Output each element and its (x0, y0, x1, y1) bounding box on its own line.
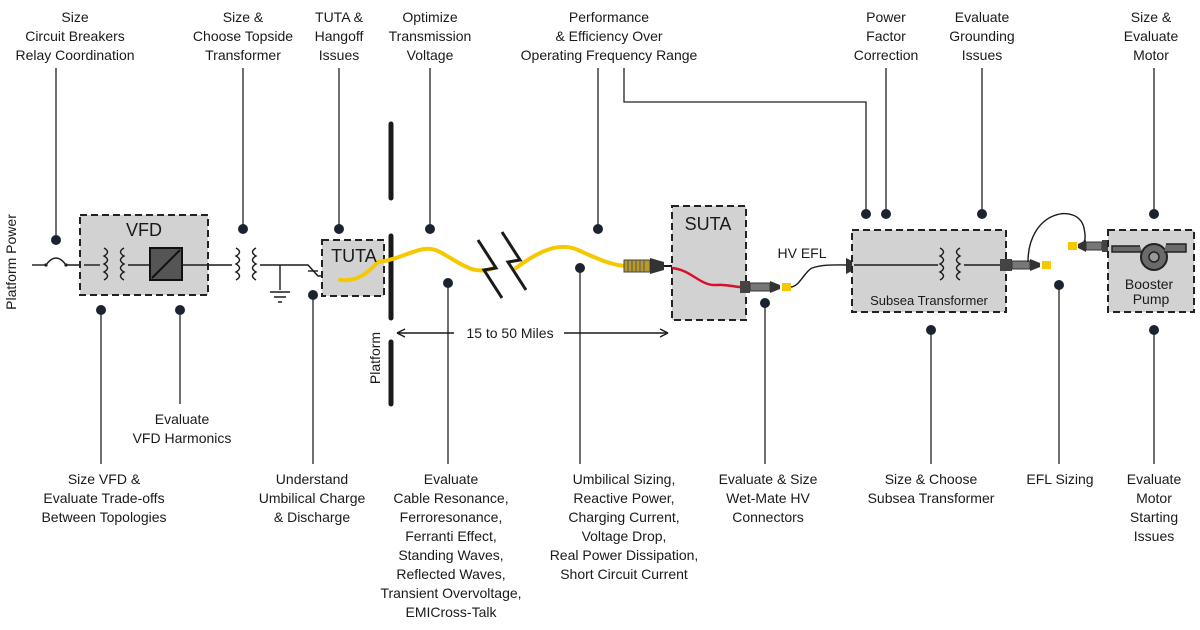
label-line: Evaluate Trade-offs (43, 490, 164, 506)
label-line: Grounding (949, 28, 1014, 44)
umbilical-cable (338, 231, 664, 299)
label-line: Performance (569, 9, 649, 25)
label-umbilical-sizing: Umbilical Sizing, Reactive Power, Charging… (550, 471, 699, 582)
leader-dots (51, 209, 1159, 335)
platform-label: Platform (367, 332, 383, 384)
label-line: TUTA & (315, 9, 364, 25)
label-line: Ferroresonance, (400, 509, 503, 525)
label-line: Evaluate (955, 9, 1010, 25)
subsea-transformer-block (851, 229, 1051, 313)
label-line: Standing Waves, (398, 547, 503, 563)
label-line: Umbilical Charge (259, 490, 366, 506)
label-line: Understand (276, 471, 348, 487)
label-line: Correction (854, 47, 919, 63)
label-line: Transient Overvoltage, (380, 585, 521, 601)
label-line: Subsea Transformer (868, 490, 995, 506)
label-line: Wet-Mate HV (726, 490, 810, 506)
subsea-transformer-label: Subsea Transformer (870, 293, 988, 308)
label-line: Hangoff (315, 28, 364, 44)
hv-efl-label: HV EFL (777, 245, 826, 261)
label-line: Choose Topside (193, 28, 293, 44)
vfd-label: VFD (126, 220, 162, 240)
label-line: Ferranti Effect, (405, 528, 497, 544)
label-line: Reflected Waves, (396, 566, 505, 582)
label-line: Between Topologies (41, 509, 166, 525)
breaker-symbol (32, 257, 84, 267)
label-line: EMICross-Talk (405, 604, 497, 620)
label-line: Evaluate (1127, 471, 1182, 487)
label-line: Circuit Breakers (25, 28, 125, 44)
label-line: Size VFD & (68, 471, 141, 487)
label-line: & Efficiency Over (555, 28, 662, 44)
annotations: Platform Power Platform 15 to 50 Miles H… (3, 214, 827, 384)
label-line: Power (866, 9, 906, 25)
label-line: EFL Sizing (1026, 471, 1093, 487)
booster-pump-label: Booster Pump (1125, 276, 1177, 307)
suta-block (664, 205, 791, 321)
suta-label: SUTA (685, 214, 732, 234)
label-efl-sizing: EFL Sizing (1026, 471, 1093, 487)
tuta-label: TUTA (331, 246, 377, 266)
label-line: Factor (866, 28, 906, 44)
booster-pump-block (1107, 229, 1195, 313)
label-line: Issues (962, 47, 1002, 63)
label-line: Motor (1136, 490, 1172, 506)
label-line: Umbilical Sizing, (573, 471, 676, 487)
distance-label: 15 to 50 Miles (466, 325, 553, 341)
label-line: Size & (1131, 9, 1172, 25)
label-line: Issues (1134, 528, 1174, 544)
label-line: & Discharge (274, 509, 350, 525)
label-line: Transformer (205, 47, 281, 63)
label-line: Connectors (732, 509, 804, 525)
label-line: Evaluate (155, 411, 210, 427)
label-line: Charging Current, (568, 509, 679, 525)
label-line: Size & (223, 9, 264, 25)
label-line: Cable Resonance, (393, 490, 508, 506)
label-line: Optimize (402, 9, 457, 25)
label-line: Size (61, 9, 88, 25)
label-line: Voltage (407, 47, 454, 63)
efl-cable (1027, 213, 1110, 263)
label-line: Voltage Drop, (582, 528, 667, 544)
label-line: Operating Frequency Range (521, 47, 698, 63)
label-line: Size & Choose (885, 471, 978, 487)
distance-arrow (396, 328, 669, 338)
hv-efl-cable (790, 258, 854, 288)
label-line: Real Power Dissipation, (550, 547, 699, 563)
label-line: Evaluate (424, 471, 479, 487)
label-line: Transmission (389, 28, 472, 44)
label-line: VFD Harmonics (133, 430, 232, 446)
label-line: Evaluate (1124, 28, 1179, 44)
block-labels: VFD TUTA SUTA Subsea Transformer Booster… (126, 214, 1177, 308)
label-line: Short Circuit Current (560, 566, 688, 582)
platform-power-label: Platform Power (3, 214, 19, 310)
label-line: Motor (1133, 47, 1169, 63)
label-line: Issues (319, 47, 359, 63)
leader-lines (55, 68, 1155, 464)
label-line: Reactive Power, (573, 490, 674, 506)
label-line: Evaluate & Size (719, 471, 818, 487)
label-line: Relay Coordination (15, 47, 134, 63)
label-line: Starting (1130, 509, 1178, 525)
vfd-block (79, 214, 232, 296)
